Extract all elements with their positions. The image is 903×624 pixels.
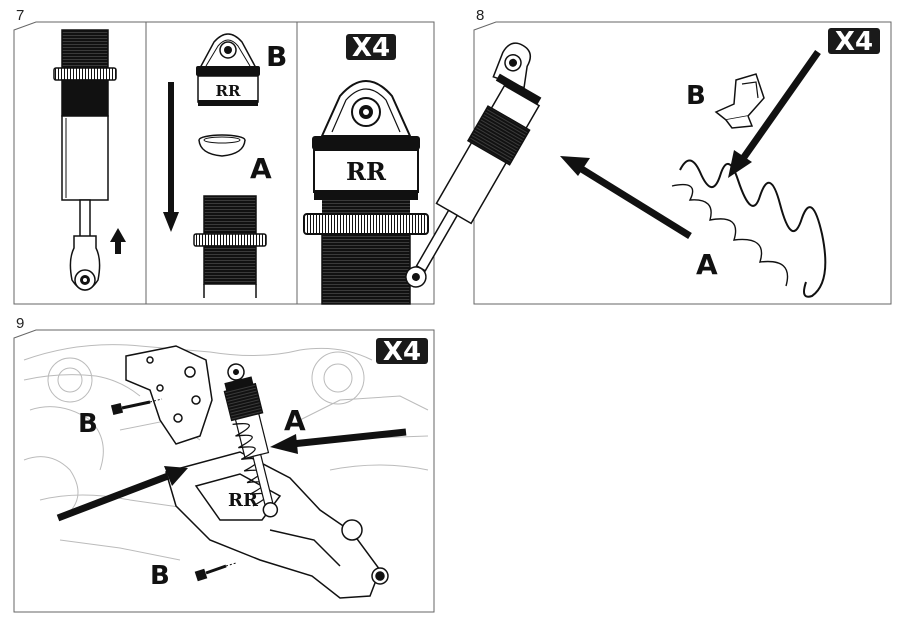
arrow-diagonal-icon	[270, 428, 407, 454]
x4-badge-text: X4	[352, 33, 390, 63]
step-9-frame	[13, 329, 435, 613]
arrow-up-icon	[110, 228, 126, 254]
shock-body-illustration	[53, 29, 117, 291]
arrow-down-icon	[163, 82, 179, 232]
rr-logo: RR	[346, 157, 387, 186]
screw-upper-illustration	[110, 398, 163, 416]
x4-badge	[376, 338, 428, 364]
rr-logo: RR	[216, 82, 241, 100]
x4-badge-text: X4	[383, 337, 421, 367]
label-a: A	[250, 152, 272, 185]
shock-installed-illustration	[223, 363, 279, 518]
step-9-number: 9	[16, 315, 24, 332]
label-a: A	[696, 248, 718, 281]
bladder-a-illustration	[198, 134, 246, 157]
label-a: A	[284, 404, 306, 437]
step-8-number: 8	[476, 7, 484, 24]
label-b-lower: B	[150, 561, 170, 591]
x4-badge	[346, 34, 396, 60]
label-b-upper: B	[78, 409, 98, 439]
shock-body-top-illustration	[193, 195, 267, 298]
label-b: B	[266, 40, 287, 73]
arrow-diagonal-icon	[56, 466, 188, 522]
a-arm-illustration: RR	[165, 451, 389, 599]
retainer-b-illustration	[714, 73, 765, 129]
arrow-diagonal-icon	[560, 156, 692, 239]
screw-lower-illustration	[194, 562, 237, 582]
step-7-number: 7	[16, 7, 24, 24]
shock-diagonal-illustration	[405, 42, 542, 288]
step-7-frame	[13, 21, 435, 305]
cap-b-illustration: RR	[196, 33, 260, 106]
x4-badge-text: X4	[835, 27, 873, 57]
step-8: 8 X4 B	[405, 7, 892, 305]
spring-a-illustration	[671, 159, 827, 298]
x4-badge	[828, 28, 880, 54]
label-b: B	[686, 81, 706, 111]
rr-logo: RR	[228, 490, 259, 511]
assembled-cap-illustration: RR	[303, 80, 429, 305]
step-8-frame	[473, 21, 892, 305]
step-7: 7 RR	[13, 7, 435, 305]
arrow-diagonal-icon	[728, 49, 821, 178]
shock-tower-illustration	[125, 345, 213, 445]
step-9: 9 X4	[13, 315, 435, 613]
